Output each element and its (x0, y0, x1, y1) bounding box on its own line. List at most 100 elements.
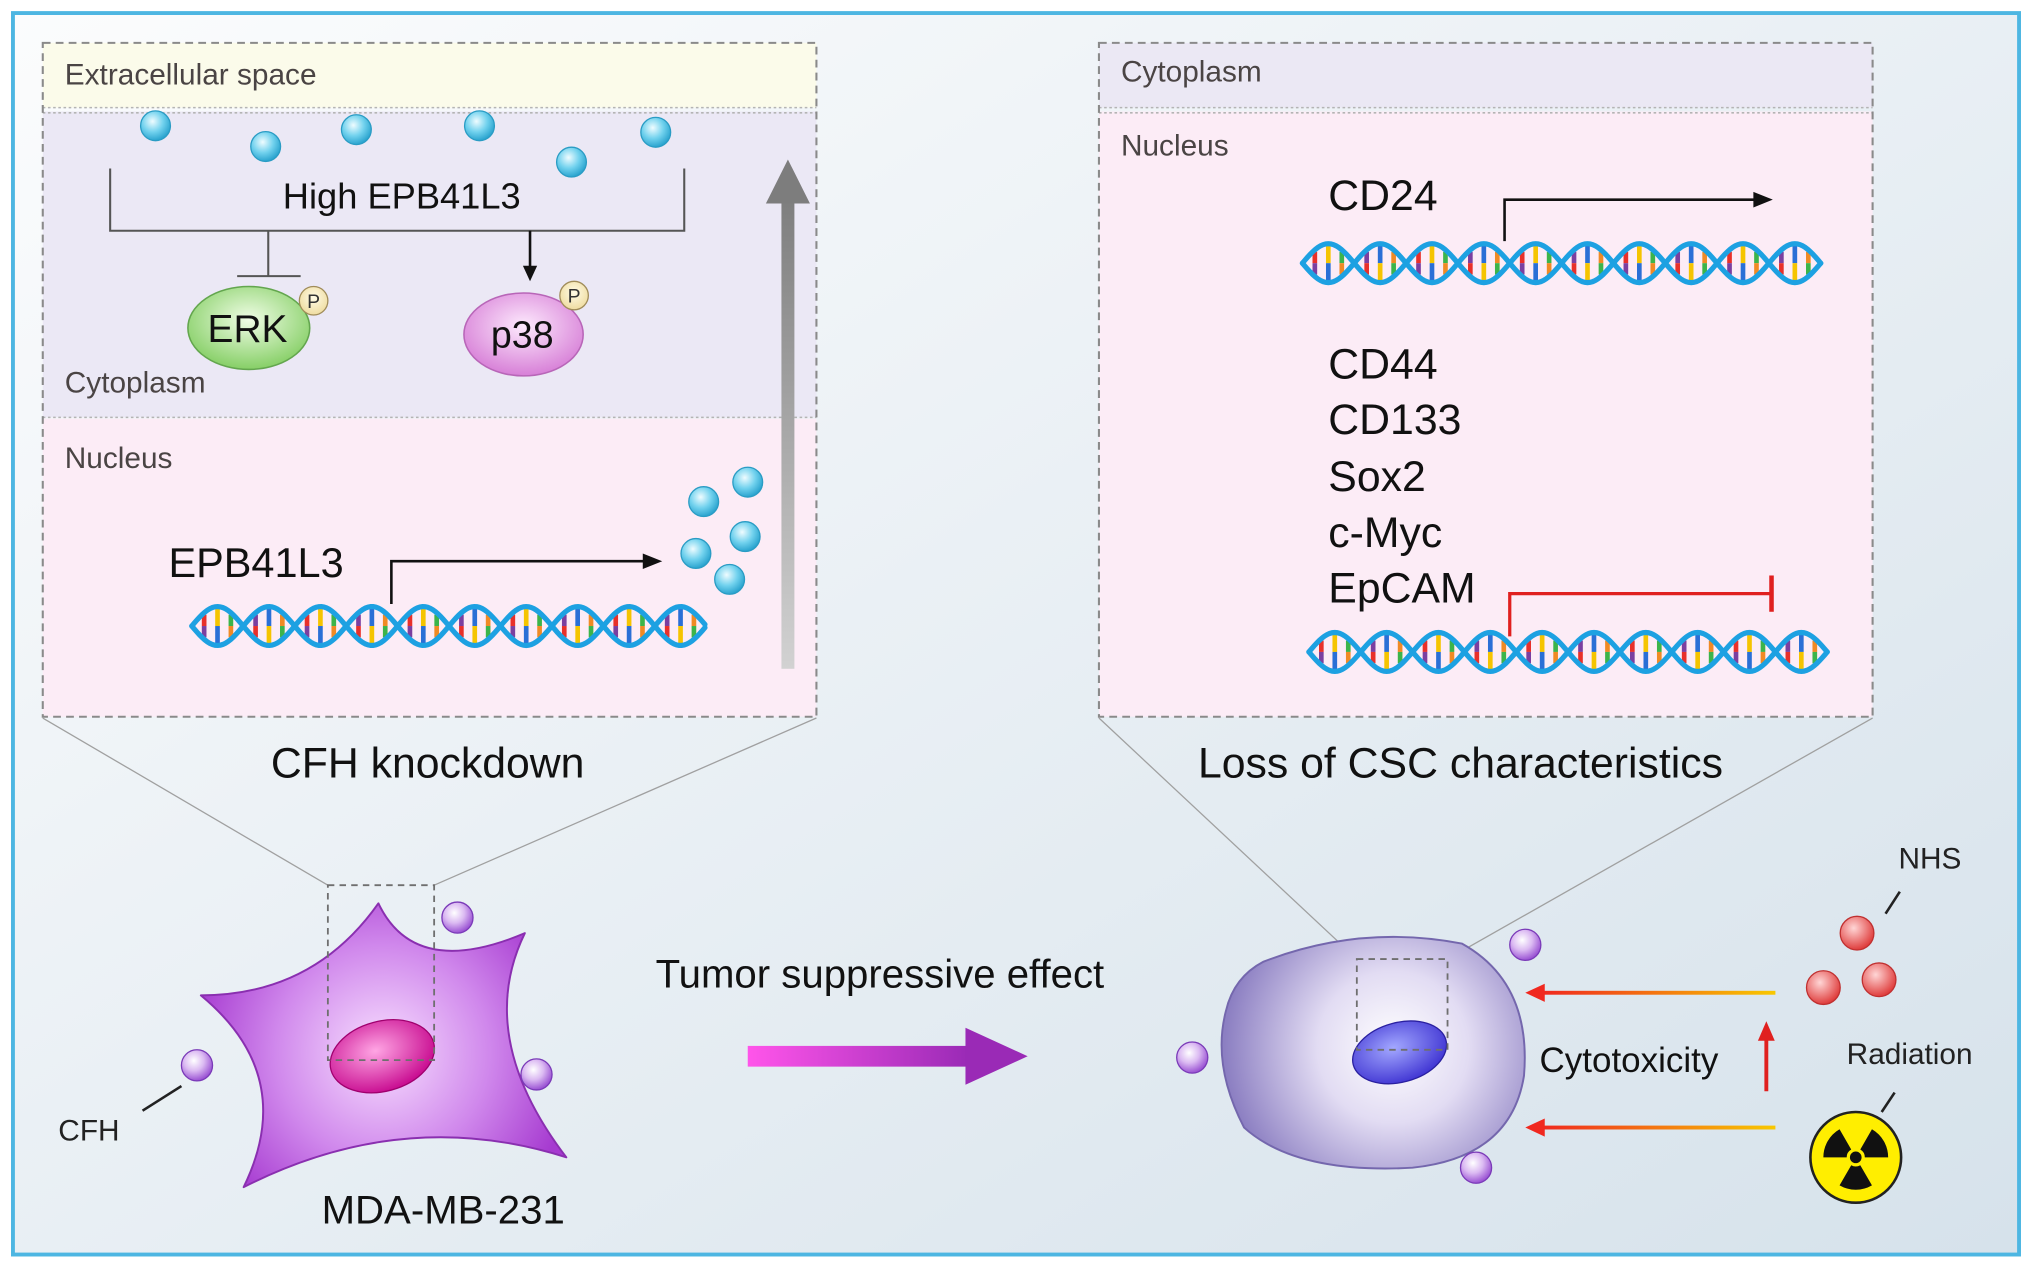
nhs-molecule (1805, 970, 1841, 1006)
cfh-pointer (141, 1084, 183, 1112)
nucleus-label: Nucleus (65, 442, 173, 475)
epb41l3-transcription-arrow (390, 559, 646, 604)
epb41l3-molecule (640, 116, 672, 148)
cd24-transcription-arrowhead (1753, 191, 1773, 208)
cytoplasm-label: Cytoplasm (65, 367, 206, 400)
transition-arrow-shaft (747, 1045, 969, 1067)
repressed-gene-label: EpCAM (1328, 565, 1475, 613)
dna-strand (189, 603, 708, 649)
extracellular-space-label: Extracellular space (65, 58, 317, 91)
epb41l3-molecule (463, 110, 496, 142)
cfh-molecule (1459, 1151, 1493, 1184)
signal-bracket (109, 168, 686, 232)
cfh-molecule (520, 1058, 553, 1091)
zoom-connector-left (1098, 717, 1358, 960)
cytoplasm-band (1098, 42, 1873, 108)
p38-activation-arrowhead (522, 265, 538, 282)
nhs-molecule (1839, 915, 1875, 951)
cfh-molecule (1509, 928, 1542, 962)
zoom-region-box (326, 884, 436, 1062)
epb41l3-molecule (555, 146, 588, 178)
p38-phospho-badge (559, 280, 589, 311)
repressed-gene-list: CD44 CD133 Sox2 c-Myc EpCAM (1328, 341, 1475, 613)
panel-border (41, 41, 818, 718)
radiation-icon-blade (1839, 1165, 1872, 1190)
extracellular-band (42, 42, 817, 108)
epb41l3-gene-label: EPB41L3 (168, 539, 343, 586)
nhs-molecule (1861, 962, 1897, 998)
dna-helix-epb41l3 (189, 603, 708, 649)
left-inset-panel: Extracellular space High EPB41L3 ERK P p… (41, 41, 818, 718)
cd24-transcription-arrow (1503, 198, 1756, 242)
zoom-connector-left (42, 717, 329, 886)
nhs-treatment-arrowhead (1525, 983, 1545, 1002)
epb41l3-molecule (139, 110, 172, 142)
repressed-gene-label: Sox2 (1328, 453, 1425, 501)
mda-mb-231-cell (199, 884, 568, 1189)
transition-arrow-head (965, 1027, 1028, 1085)
cell-nucleus (329, 1019, 436, 1094)
panel-border (1097, 41, 1874, 718)
zoom-connector-right (1447, 717, 1873, 960)
p38-phospho-label: P (568, 286, 581, 308)
secretion-arrow-shaft (781, 194, 795, 669)
dna-helix-csc-genes (1306, 629, 1830, 674)
epb41l3-molecule (729, 521, 761, 553)
cfh-knockdown-caption: CFH knockdown (271, 740, 585, 788)
epb41l3-molecule (732, 466, 764, 498)
cfh-molecule (1176, 1041, 1209, 1074)
tumor-suppressive-effect-label: Tumor suppressive effect (656, 952, 1105, 997)
epb41l3-secreted-molecules (139, 110, 672, 178)
cytotoxicity-increase-arrowhead (1757, 1021, 1775, 1041)
loss-of-csc-caption: Loss of CSC characteristics (1198, 740, 1723, 788)
cell-line-label: MDA-MB-231 (322, 1187, 565, 1232)
erk-phospho-badge (298, 285, 329, 316)
cfh-label: CFH (58, 1115, 119, 1148)
csc-gene-inhibition-line (1508, 592, 1772, 637)
epb41l3-molecule (714, 563, 746, 595)
rounded-cell (1220, 935, 1526, 1170)
radiation-icon-blade (1823, 1129, 1852, 1158)
secretion-arrow-head (765, 159, 810, 204)
erk-phospho-label: P (307, 291, 320, 313)
nucleus-label: Nucleus (1121, 130, 1229, 163)
erk-label: ERK (208, 308, 288, 351)
cytoplasm-region (42, 111, 817, 418)
high-epb41l3-label: High EPB41L3 (283, 176, 521, 217)
repressed-gene-label: CD44 (1328, 341, 1437, 389)
erk-protein (187, 285, 311, 371)
zoom-region-box (1355, 958, 1449, 1051)
nhs-treatment-arrow-shaft (1542, 990, 1776, 995)
repressed-gene-label: CD133 (1328, 396, 1461, 444)
repressed-gene-label: c-Myc (1328, 509, 1442, 557)
cfh-molecule (441, 901, 474, 934)
radiation-icon-center (1849, 1151, 1862, 1164)
dna-strand (1299, 241, 1824, 286)
right-inset-panel: Cytoplasm Nucleus CD24 CD44 CD133 Sox2 c… (1097, 41, 1874, 718)
nucleus-region (1098, 111, 1873, 717)
epb41l3-molecule (688, 486, 720, 518)
cd24-gene-label: CD24 (1328, 172, 1437, 220)
nhs-pointer (1884, 890, 1901, 915)
nhs-label: NHS (1899, 842, 1962, 875)
cfh-molecule (180, 1049, 214, 1082)
dna-helix-cd24 (1299, 241, 1824, 286)
radiation-label: Radiation (1847, 1038, 1973, 1071)
p38-protein (463, 292, 584, 377)
zoom-connector-right (433, 717, 817, 886)
radiation-pointer (1880, 1091, 1896, 1113)
epb41l3-molecule (340, 114, 372, 146)
radiation-treatment-arrowhead (1525, 1118, 1545, 1137)
cytotoxicity-label: Cytotoxicity (1540, 1041, 1719, 1080)
radiation-icon-blade (1860, 1129, 1889, 1158)
nucleus-region (42, 418, 817, 717)
epb41l3-molecule (250, 130, 282, 163)
cell-nucleus (1351, 1020, 1448, 1085)
epb41l3-molecule (680, 537, 712, 569)
p38-label: p38 (491, 313, 554, 355)
radiation-treatment-arrow-shaft (1542, 1125, 1776, 1130)
radiation-icon (1809, 1110, 1903, 1205)
epb41l3-expressed-molecules (680, 466, 764, 595)
epb41l3-transcription-arrowhead (642, 553, 663, 569)
